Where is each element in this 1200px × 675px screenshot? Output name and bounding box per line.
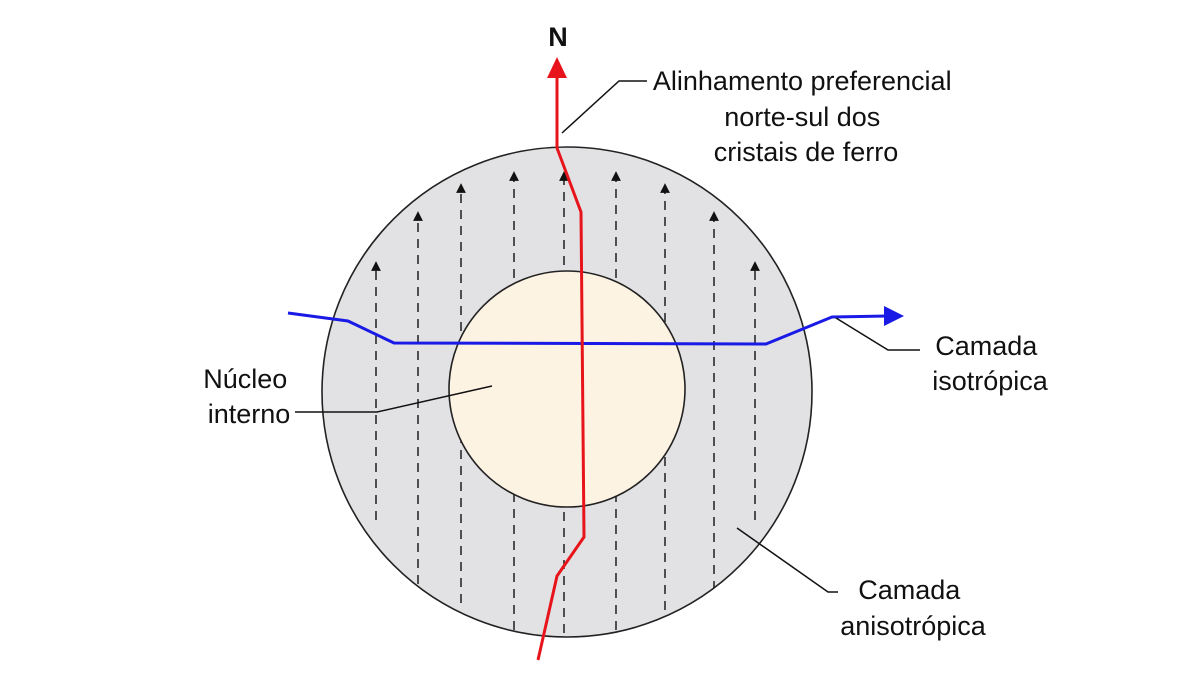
anisotropic-label-line-2: anisotrópica xyxy=(840,611,987,641)
anisotropic-label-line-1: Camada xyxy=(858,575,961,605)
inner-core-label: Núcleo interno xyxy=(203,364,295,429)
isotropic-label-line-1: Camada xyxy=(935,331,1038,361)
isotropic-path-line xyxy=(287,311,889,346)
alignment-label-line-3: cristais de ferro xyxy=(714,137,899,167)
inner-core-circle xyxy=(448,270,686,508)
isotropic-path-arrowhead xyxy=(884,306,904,326)
alignment-label-line-1: Alinhamento preferencial xyxy=(653,66,952,96)
inner-core-label-line-2: interno xyxy=(208,399,291,429)
anisotropic-leader-line xyxy=(736,527,838,593)
isotropic-label: Camada isotrópica xyxy=(932,331,1049,396)
alignment-label-line-2: norte-sul dos xyxy=(724,102,880,132)
north-label: N xyxy=(548,22,568,52)
alignment-leader-line xyxy=(561,80,647,134)
anisotropic-label: Camada anisotrópica xyxy=(840,575,987,641)
isotropic-label-line-2: isotrópica xyxy=(932,366,1049,396)
isotropic-leader-line xyxy=(835,317,920,351)
north-south-path-line xyxy=(536,76,586,661)
inner-core-label-line-1: Núcleo xyxy=(203,364,287,394)
inner-core-leader-line xyxy=(295,385,493,413)
leader-lines xyxy=(295,80,920,593)
alignment-label: Alinhamento preferencial norte-sul dos c… xyxy=(653,66,959,167)
north-south-path-arrowhead xyxy=(547,57,567,78)
